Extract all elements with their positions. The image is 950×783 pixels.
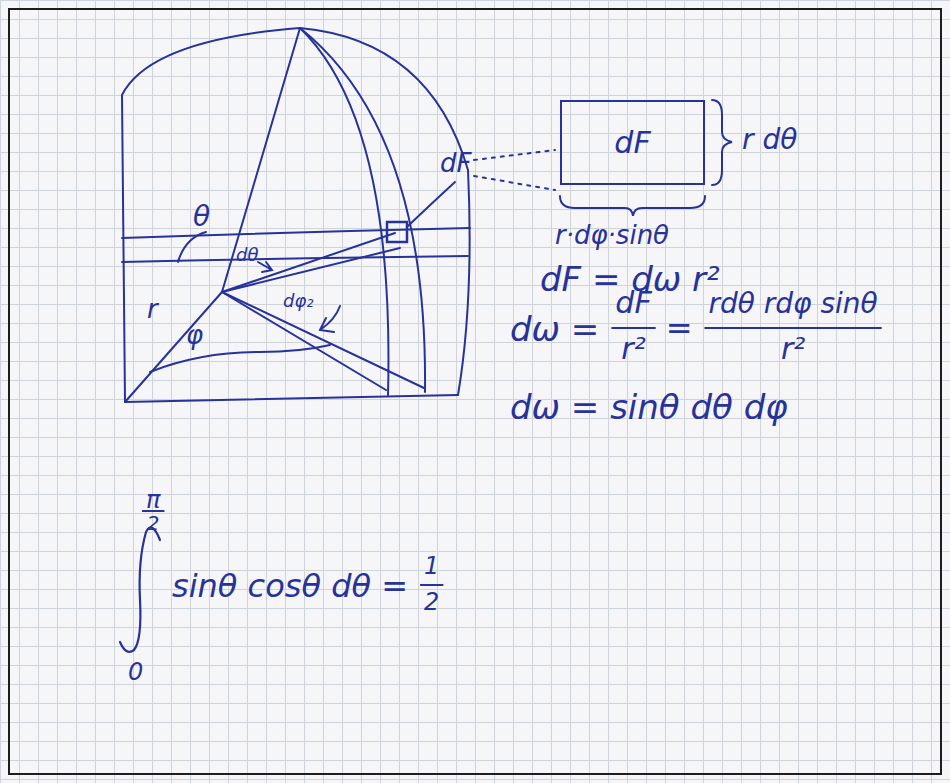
radius-line xyxy=(125,292,222,402)
page-frame xyxy=(8,8,942,775)
leader-line xyxy=(408,182,455,226)
phi-arc xyxy=(150,345,330,372)
dimension-label: dφ₂ xyxy=(283,292,314,310)
sphere-outline xyxy=(122,28,470,402)
formula-text: π xyxy=(146,488,160,512)
formula-text: sinθ cosθ dθ = xyxy=(172,570,408,602)
formula-text: 1 xyxy=(424,554,439,578)
formula-text: dω = xyxy=(510,312,599,346)
formula-text: 0 xyxy=(128,660,143,684)
dimension-label: r xyxy=(147,296,158,322)
area-label: dF xyxy=(614,128,650,158)
surface-element xyxy=(387,222,407,242)
formula-text: dF xyxy=(615,288,651,318)
leader-line xyxy=(474,150,555,190)
dimension-label: r dθ xyxy=(742,126,797,154)
dimension-label: φ xyxy=(186,322,203,348)
theta-arc xyxy=(178,232,206,262)
formula-text: rdθ rdφ sinθ xyxy=(708,290,877,318)
fraction-bar xyxy=(420,584,443,586)
dtheta-arrow xyxy=(258,262,272,272)
axis-line xyxy=(222,28,300,292)
fraction-bar xyxy=(611,327,655,329)
formula-text: r² xyxy=(621,334,645,364)
formula-text: 2 xyxy=(147,513,160,533)
width-brace xyxy=(560,196,705,216)
formula-text: = xyxy=(666,312,693,344)
dphi-arrow xyxy=(320,306,340,332)
ray-line xyxy=(222,292,424,388)
ray-line xyxy=(222,292,386,390)
sphere-base xyxy=(125,395,458,402)
dimension-label: dF xyxy=(440,150,471,176)
height-brace xyxy=(712,100,732,185)
area-box: dF xyxy=(560,100,705,185)
dimension-label: θ xyxy=(193,203,210,231)
formula-text: 2 xyxy=(424,590,439,614)
dimension-label: r·dφ·sinθ xyxy=(555,222,669,248)
latitude-line xyxy=(122,228,470,238)
formula-text: dω = sinθ dθ dφ xyxy=(510,390,788,424)
ray-line xyxy=(222,233,395,292)
dimension-label: dθ xyxy=(236,246,258,264)
formula-text: r² xyxy=(781,334,805,364)
integral-sign xyxy=(120,528,160,652)
meridian-line xyxy=(300,28,388,395)
fraction-bar xyxy=(704,327,881,329)
